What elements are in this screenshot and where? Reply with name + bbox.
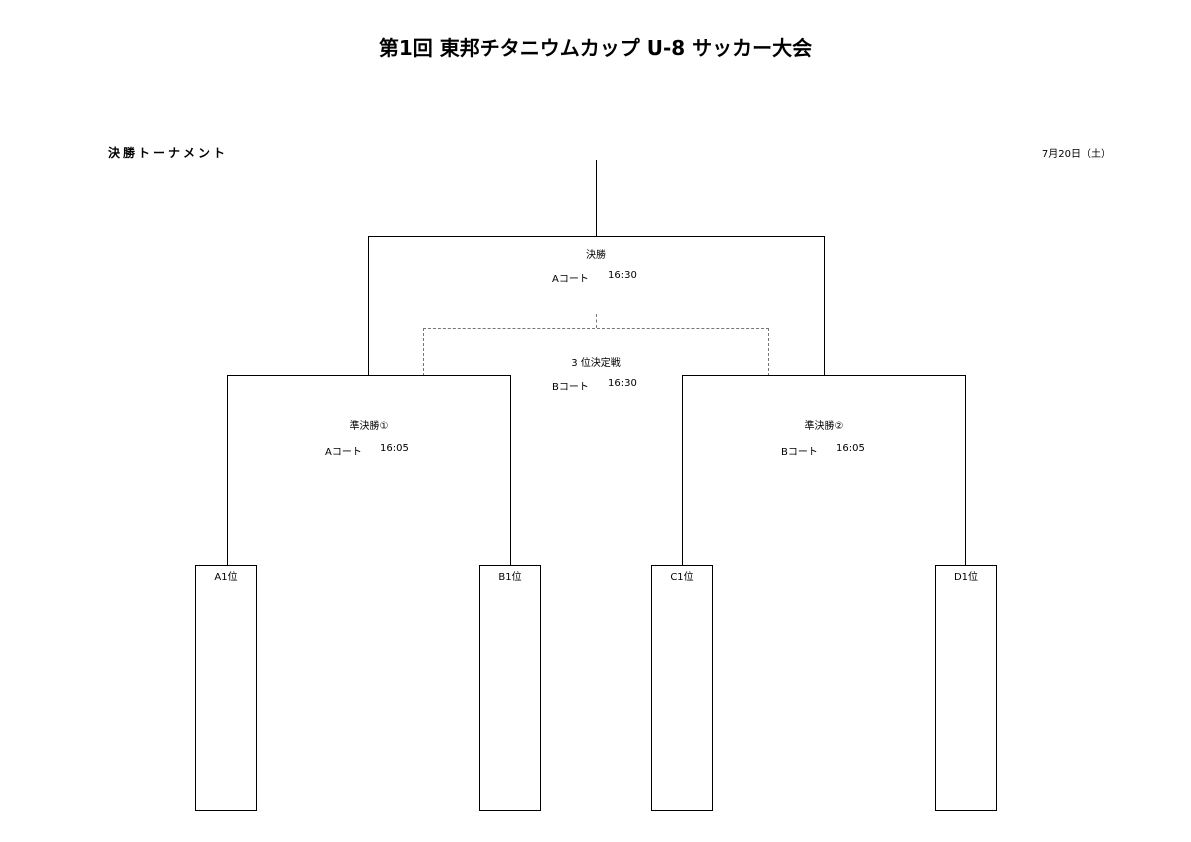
team-label: B1位: [498, 572, 522, 583]
third-place-court: Bコート: [552, 382, 589, 393]
third-place-name: 3 位決定戦: [571, 358, 621, 369]
final-bar-line: [368, 236, 825, 237]
bracket-subtitle: 決勝トーナメント: [108, 146, 229, 160]
semifinal-2-time: 16:05: [836, 443, 865, 454]
third-place-time: 16:30: [608, 378, 637, 389]
semifinal-1-court: Aコート: [325, 447, 362, 458]
final-stem-line: [596, 160, 597, 237]
third-place-right-line: [768, 328, 769, 376]
team-box-b1: B1位: [479, 565, 541, 811]
semifinal-2-court: Bコート: [781, 447, 818, 458]
third-place-stem-line: [596, 314, 597, 328]
semifinal-2-bar-line: [682, 375, 966, 376]
semifinal-2-left-line: [682, 375, 683, 566]
semifinal-1-name: 準決勝①: [349, 421, 389, 432]
event-date: 7月20日（土）: [1041, 149, 1111, 160]
team-box-a1: A1位: [195, 565, 257, 811]
final-right-line: [824, 236, 825, 376]
semifinal-1-time: 16:05: [380, 443, 409, 454]
team-label: D1位: [953, 572, 979, 583]
final-name: 決勝: [586, 250, 606, 261]
semifinal-2-name: 準決勝②: [804, 421, 844, 432]
final-left-line: [368, 236, 369, 376]
semifinal-1-left-line: [227, 375, 228, 566]
team-label: C1位: [670, 572, 694, 583]
semifinal-2-right-line: [965, 375, 966, 566]
third-place-bar-line: [423, 328, 769, 329]
final-time: 16:30: [608, 270, 637, 281]
team-label: A1位: [214, 572, 238, 583]
page-title: 第1回 東邦チタニウムカップ U-8 サッカー大会: [378, 36, 813, 60]
team-box-c1: C1位: [651, 565, 713, 811]
semifinal-1-bar-line: [227, 375, 511, 376]
third-place-left-line: [423, 328, 424, 376]
semifinal-1-right-line: [510, 375, 511, 566]
team-box-d1: D1位: [935, 565, 997, 811]
final-court: Aコート: [552, 274, 589, 285]
